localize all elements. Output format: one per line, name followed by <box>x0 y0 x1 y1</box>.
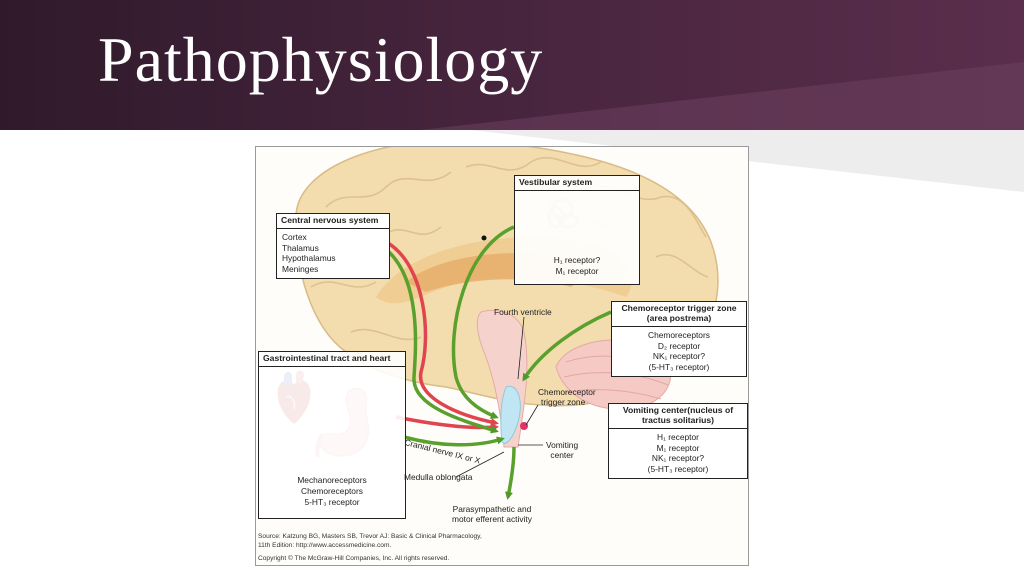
ctz-item: Chemoreceptors <box>648 329 710 340</box>
cns-item: Cortex <box>282 231 307 242</box>
ctz-item: (5-HT₃ receptor) <box>648 362 710 372</box>
ctz-subheading: (area postrema) <box>646 312 712 323</box>
vomiting-center-label: Vomiting center <box>546 440 578 460</box>
ctz-box: Chemoreceptor trigger zone (area postrem… <box>611 301 747 377</box>
cns-item: Hypothalamus <box>282 253 336 264</box>
efferent-label: Parasympathetic and motor efferent activ… <box>452 504 532 524</box>
vomiting-center-heading: Vomiting center(nucleus of <box>622 405 734 415</box>
source-citation: Source: Katzung BG, Masters SB, Trevor A… <box>258 533 482 550</box>
vestibular-receptor: M₁ receptor <box>555 265 599 276</box>
gi-item: 5-HT₃ receptor <box>304 496 360 507</box>
efferent-label-line: motor efferent activity <box>452 514 532 525</box>
vestibular-heading: Vestibular system <box>515 176 639 191</box>
medulla-label: Medulla oblongata <box>404 472 473 482</box>
vestibular-box: Vestibular system H₁ receptor? M₁ recept… <box>514 175 640 285</box>
ctz-heading: Chemoreceptor trigger zone <box>621 303 737 313</box>
vomiting-item: H₁ receptor <box>657 431 699 442</box>
gi-box: Gastrointestinal tract and heart Mechano… <box>258 351 406 519</box>
gi-item: Chemoreceptors <box>301 485 363 496</box>
ctz-item: NK₁ receptor? <box>652 351 706 362</box>
vomiting-label-line: Vomiting <box>546 440 579 450</box>
cns-item: Thalamus <box>282 242 319 253</box>
cns-item: Meninges <box>282 264 319 275</box>
ctz-item: D₂ receptor <box>657 340 701 351</box>
gi-heading: Gastrointestinal tract and heart <box>259 352 405 367</box>
fourth-ventricle-label: Fourth ventricle <box>494 307 552 317</box>
cns-heading: Central nervous system <box>277 214 389 229</box>
vomiting-center-subheading: tractus solitarius) <box>641 414 715 425</box>
source-line: 11th Edition: http://www.accessmedicine.… <box>258 541 392 549</box>
vomiting-item: M₁ receptor <box>656 442 700 453</box>
slide-title: Pathophysiology <box>98 24 544 95</box>
copyright-notice: Copyright © The McGraw-Hill Companies, I… <box>258 555 450 562</box>
ctz-label: Chemoreceptor trigger zone <box>538 387 596 407</box>
cns-box: Central nervous system Cortex Thalamus H… <box>276 213 390 279</box>
gi-item: Mechanoreceptors <box>297 475 367 485</box>
vomiting-label-line: center <box>550 450 574 461</box>
ctz-label-line: Chemoreceptor <box>538 387 596 397</box>
source-line: Source: Katzung BG, Masters SB, Trevor A… <box>258 533 482 540</box>
ctz-label-line: trigger zone <box>541 397 586 408</box>
vomiting-item: NK₁ receptor? <box>651 453 705 464</box>
vomiting-center-box: Vomiting center(nucleus of tractus solit… <box>608 403 748 479</box>
emesis-pathway-figure: Central nervous system Cortex Thalamus H… <box>255 146 749 566</box>
vestibular-receptor: H₁ receptor? <box>553 255 601 265</box>
efferent-label-line: Parasympathetic and <box>452 504 532 514</box>
vomiting-item: (5-HT₃ receptor) <box>647 464 709 474</box>
